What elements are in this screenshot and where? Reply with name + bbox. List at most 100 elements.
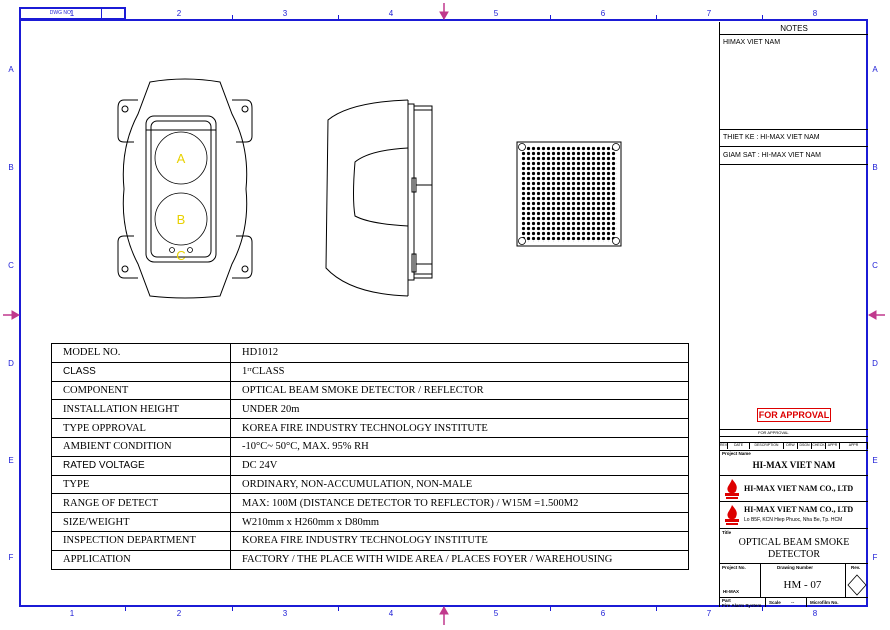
drawing-number: HM - 07	[783, 579, 822, 591]
grid-row-letter: A	[8, 65, 14, 74]
grid-row-letter: E	[8, 456, 14, 465]
grid-row-letter: F	[8, 553, 14, 562]
spec-value: W210mm x H260mm x D80mm	[230, 512, 689, 532]
spec-key: MODEL NO.	[51, 343, 231, 363]
spec-value: 1ʳʳCLASS	[230, 361, 689, 382]
company-logo-1	[723, 478, 741, 500]
part-value: Fire Alarm System	[722, 603, 762, 608]
grid-column-number: 1	[69, 9, 75, 18]
spec-key: RATED VOLTAGE	[51, 455, 231, 476]
spec-value: OPTICAL BEAM SMOKE DETECTOR / REFLECTOR	[230, 380, 689, 401]
grid-row-letter: A	[872, 65, 878, 74]
grid-column-number: 8	[812, 609, 818, 618]
grid-column-number: 4	[388, 609, 394, 618]
scale-value: --	[791, 600, 795, 606]
spec-value: ORDINARY, NON-ACCUMULATION, NON-MALE	[230, 474, 689, 495]
rev-header-cell: APPR	[840, 442, 868, 449]
spec-key: TYPE	[51, 474, 231, 495]
grid-column-number: 7	[706, 9, 712, 18]
grid-column-number: 6	[600, 9, 606, 18]
grid-row-letter: D	[872, 359, 878, 368]
spec-key: CLASS	[51, 361, 231, 382]
title-line2: DETECTOR	[767, 549, 821, 560]
drawing-frame	[19, 19, 868, 607]
company-name-1: HI-MAX VIET NAM CO., LTD	[744, 484, 854, 493]
company-logo-2	[723, 504, 741, 526]
spec-value: MAX: 100M (DISTANCE DETECTOR TO REFLECTO…	[230, 493, 689, 514]
spec-key: INSTALLATION HEIGHT	[51, 399, 231, 420]
grid-column-number: 3	[282, 9, 288, 18]
notes-heading: NOTES	[780, 24, 808, 33]
spec-value: UNDER 20m	[230, 399, 689, 420]
detector-side-view	[325, 99, 433, 297]
spec-key: INSPECTION DEPARTMENT	[51, 530, 231, 551]
project-no: HI-MAX	[723, 589, 739, 594]
project-name-label: Project Name	[722, 451, 751, 456]
grid-row-letter: F	[872, 553, 878, 562]
grid-column-number: 5	[493, 9, 499, 18]
grid-row-letter: D	[8, 359, 14, 368]
rev-header-cell: CHECK	[812, 442, 826, 449]
grid-column-number: 5	[493, 609, 499, 618]
notes-line: HIMAX VIET NAM	[723, 39, 781, 46]
title-label: Title	[722, 530, 732, 535]
detector-front-view: A B C	[117, 78, 253, 299]
grid-column-number: 8	[812, 9, 818, 18]
rev-label: Rev.	[851, 565, 861, 570]
grid-column-number: 4	[388, 9, 394, 18]
project-no-label: Project No.	[722, 565, 746, 570]
rev-header-cell: DESCRIPTION	[750, 442, 784, 449]
label-a: A	[177, 151, 186, 166]
dwg-no-label: DWG NO.	[21, 9, 102, 18]
grid-row-letter: E	[872, 456, 878, 465]
spec-key: COMPONENT	[51, 380, 231, 401]
project-name: HI-MAX VIET NAM	[752, 460, 836, 470]
rev-header-cell: DSGN	[798, 442, 812, 449]
grid-column-number: 6	[600, 609, 606, 618]
grid-row-letter: B	[8, 163, 14, 172]
grid-column-number: 2	[176, 9, 182, 18]
spec-value: HD1012	[230, 343, 689, 363]
company-name-2: HI-MAX VIET NAM CO., LTD	[744, 505, 854, 514]
rev-header-cell: APPR	[826, 442, 840, 449]
spec-key: APPLICATION	[51, 549, 231, 570]
spec-key: SIZE/WEIGHT	[51, 512, 231, 532]
spec-value: FACTORY / THE PLACE WITH WIDE AREA / PLA…	[230, 549, 689, 570]
grid-row-letter: B	[872, 163, 878, 172]
rev-header-cell: DATE	[728, 442, 750, 449]
part-label: Part	[722, 598, 731, 603]
designer-line: THIET KE : HI-MAX VIET NAM	[723, 134, 820, 141]
drawing-number-label: Drawing Number	[777, 565, 814, 570]
grid-column-number: 1	[69, 609, 75, 618]
reflector-view	[516, 141, 622, 247]
grid-column-number: 2	[176, 609, 182, 618]
microfilm-label: Microfilm No.	[810, 600, 839, 605]
spec-row: MODEL NO.HD1012	[51, 343, 689, 363]
rev-header-cell: REV	[720, 442, 728, 449]
supervisor-line: GIAM SAT : HI-MAX VIET NAM	[723, 152, 822, 159]
title-block: NOTES HIMAX VIET NAM THIET KE : HI-MAX V…	[719, 22, 868, 608]
spec-key: TYPE OPPROVAL	[51, 418, 231, 438]
title-line1: OPTICAL BEAM SMOKE	[738, 537, 850, 548]
grid-row-letter: C	[872, 261, 878, 270]
label-c: C	[176, 248, 185, 263]
grid-row-letter: C	[8, 261, 14, 270]
for-approval-stamp: FOR APPROVAL	[757, 408, 831, 422]
company-address: Lo B5F, KCN Hiep Phuoc, Nha Be, Tp. HCM	[744, 517, 843, 523]
rev-diamond-icon	[847, 574, 867, 596]
spec-value: -10°C~ 50°C, MAX. 95% RH	[230, 436, 689, 457]
label-b: B	[177, 212, 186, 227]
spec-key: AMBIENT CONDITION	[51, 436, 231, 457]
